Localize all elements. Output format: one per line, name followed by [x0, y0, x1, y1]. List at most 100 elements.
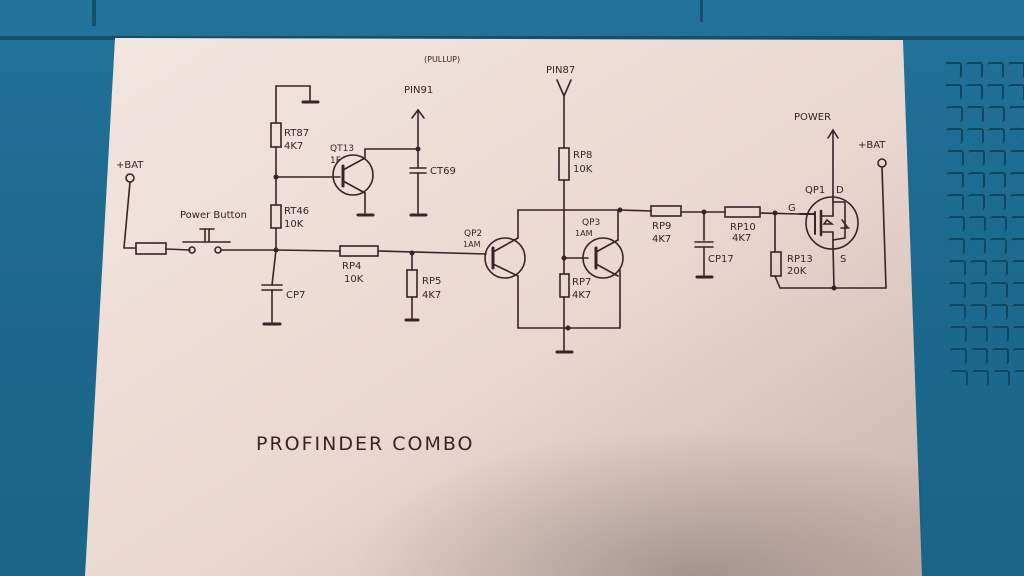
port-power: POWER	[794, 112, 831, 123]
mat-grid-cell	[990, 260, 1008, 276]
resistor-value: 10K	[284, 219, 304, 230]
resistor-ref: RP4	[342, 261, 361, 272]
mat-grid-cell	[1013, 370, 1024, 386]
power-button-label: Power Button	[180, 210, 247, 221]
mat-grid-cell	[968, 194, 986, 210]
mat-grid-cell	[966, 62, 983, 78]
junction-dots	[273, 146, 837, 331]
resistor-value: 10K	[573, 164, 593, 175]
mat-groove	[92, 0, 96, 26]
mat-grid-cell	[949, 326, 967, 342]
mat-grid-cell	[945, 106, 963, 122]
mat-grid-cell	[945, 62, 962, 78]
mat-grid-cell	[1009, 128, 1024, 144]
resistor-value: 4K7	[284, 141, 303, 152]
pin-gate: G	[788, 203, 796, 214]
mat-grid-cell	[987, 62, 1004, 78]
mat-grid-cell	[989, 194, 1007, 210]
resistor-value: 4K7	[572, 290, 591, 301]
mat-grid-cell	[1009, 150, 1024, 166]
mat-grid-cell	[987, 84, 1005, 100]
mat-grid-cell	[991, 304, 1009, 320]
mat-grid-cell	[947, 194, 965, 210]
pin-drain: D	[836, 185, 844, 196]
port-pin91: PIN91	[404, 85, 433, 96]
port-bat-left: +BAT	[116, 160, 144, 171]
resistor-value: 4K7	[732, 233, 751, 244]
resistor-value: 4K7	[652, 234, 671, 245]
mat-grid-cell	[1010, 216, 1024, 232]
resistor-ref: RP8	[573, 150, 592, 161]
mat-grid-cell	[1011, 260, 1024, 276]
mat-grid-cell	[971, 348, 989, 364]
transistor-marking: 1F	[330, 156, 341, 166]
mat-grid-cell	[969, 238, 987, 254]
mat-grid-cell	[988, 128, 1006, 144]
mat-grid-cell	[1012, 282, 1024, 298]
resistor-ref: RT87	[284, 128, 309, 139]
mat-grid-cell	[989, 172, 1006, 188]
mat-grid-cell	[968, 172, 985, 188]
mat-grid-cell	[987, 106, 1005, 122]
mat-grid-cell	[1010, 172, 1024, 188]
mat-groove	[0, 36, 1024, 40]
resistor-value: 4K7	[422, 290, 441, 301]
mat-grid-cell	[950, 348, 968, 364]
mat-grid-cell	[949, 282, 966, 298]
transistor-ref: QP1	[805, 185, 825, 196]
resistor-ref: RP10	[730, 222, 756, 233]
mat-grid-cell	[991, 282, 1008, 298]
schematic-title: PROFINDER COMBO	[256, 433, 475, 455]
mat-grid-cell	[970, 304, 988, 320]
mat-grid-cell	[989, 216, 1007, 232]
resistor-value: 20K	[787, 266, 807, 277]
mat-grid-cell	[947, 216, 965, 232]
mat-grid-cell	[948, 260, 966, 276]
port-pin87: PIN87	[546, 65, 575, 76]
mat-grid-cell	[971, 370, 989, 386]
transistor-ref: QP2	[464, 229, 482, 239]
mat-grid-cell	[948, 238, 966, 254]
pin-source: S	[840, 254, 846, 265]
hand-shadow	[350, 330, 922, 576]
mat-grid-cell	[967, 128, 985, 144]
mat-grid-cell	[990, 238, 1008, 254]
mat-grid-cell	[970, 282, 987, 298]
mat-grid-cell	[945, 84, 963, 100]
mat-grid-cell	[988, 150, 1006, 166]
mat-grid-cell	[968, 216, 986, 232]
mat-grid-cell	[966, 84, 984, 100]
transistor-ref: QT13	[330, 144, 354, 154]
capacitor-ref: CP17	[708, 254, 734, 265]
mat-grid-cell	[966, 106, 984, 122]
mat-grid-cell	[1012, 304, 1024, 320]
schematic-wires	[123, 79, 887, 354]
mat-grid-cell	[967, 150, 985, 166]
mat-grid-cell	[950, 370, 968, 386]
mat-grid-cell	[992, 370, 1010, 386]
mat-grid-pattern	[945, 62, 1024, 392]
port-bat-right: +BAT	[858, 140, 886, 151]
mat-grid-cell	[1010, 194, 1024, 210]
mat-grid-cell	[1013, 348, 1024, 364]
resistor-ref: RP9	[652, 221, 671, 232]
mat-grid-cell	[947, 172, 964, 188]
resistor-value: 10K	[344, 274, 364, 285]
mat-grid-cell	[946, 150, 964, 166]
schematic-labels: +BAT Power Button (PULLUP) PIN91 PIN87 P…	[116, 55, 886, 455]
pullup-annotation: (PULLUP)	[424, 55, 460, 64]
resistor-ref: RT46	[284, 206, 309, 217]
mat-grid-cell	[946, 128, 964, 144]
mat-grid-cell	[992, 348, 1010, 364]
resistor-ref: RP7	[572, 277, 591, 288]
resistor-ref: RP13	[787, 254, 813, 265]
mat-grid-cell	[970, 326, 988, 342]
transistor-marking: 1AM	[575, 229, 593, 238]
mat-grid-cell	[1011, 238, 1024, 254]
transistor-ref: QP3	[582, 218, 600, 228]
mat-grid-cell	[949, 304, 967, 320]
capacitor-ref: CT69	[430, 166, 456, 177]
resistor-ref: RP5	[422, 276, 441, 287]
capacitor-ref: CP7	[286, 290, 305, 301]
